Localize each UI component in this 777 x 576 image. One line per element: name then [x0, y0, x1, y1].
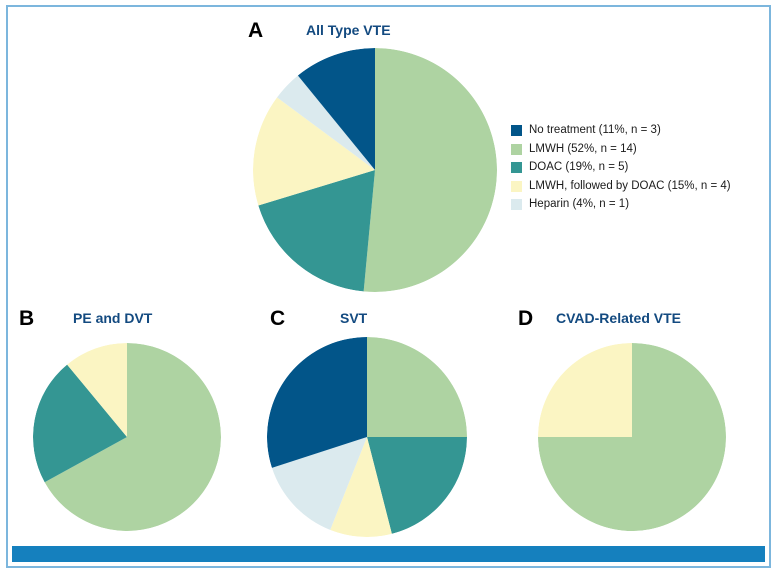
- pie-slice-a-lmwh-followed-by-doac: [253, 97, 375, 206]
- pie-svg-a: [253, 48, 497, 292]
- legend-label-heparin: Heparin (4%, n = 1): [529, 198, 630, 210]
- panel-c-letter: C: [270, 307, 286, 330]
- legend-swatch-heparin: [511, 199, 522, 210]
- bottom-accent-bar: [12, 546, 765, 562]
- pie-svg-b: [33, 343, 221, 531]
- legend-swatch-no-treatment: [511, 125, 522, 136]
- pie-chart-cvad-related-vte: [538, 343, 726, 531]
- panel-d-title: CVAD-Related VTE: [556, 310, 681, 326]
- legend-label-doac: DOAC (19%, n = 5): [529, 161, 629, 173]
- pie-slice-b-lmwh: [44, 343, 221, 531]
- pie-chart-svt: [267, 337, 467, 537]
- pie-slice-a-no-treatment: [297, 48, 375, 170]
- pie-slice-d-lmwh-followed-by-doac: [538, 343, 632, 437]
- panel-a-title: All Type VTE: [306, 22, 391, 38]
- pie-slice-c-no-treatment: [267, 337, 367, 468]
- legend-item-lmwh-then-doac: LMWH, followed by DOAC (15%, n = 4): [511, 179, 769, 194]
- panel-d-letter: D: [518, 307, 534, 330]
- pie-slice-c-lmwh-followed-by-doac: [330, 437, 392, 537]
- pie-svg-d: [538, 343, 726, 531]
- legend-label-no-treatment: No treatment (11%, n = 3): [529, 124, 661, 136]
- legend-swatch-lmwh-then-doac: [511, 180, 522, 192]
- legend-item-no-treatment: No treatment (11%, n = 3): [511, 123, 769, 138]
- legend-swatch-doac: [511, 162, 522, 173]
- legend-item-lmwh: LMWH (52%, n = 14): [511, 142, 769, 157]
- legend-swatch-lmwh: [511, 143, 522, 155]
- pie-slice-c-doac: [367, 437, 467, 534]
- legend-label-lmwh: LMWH (52%, n = 14): [529, 142, 637, 155]
- panel-a-letter: A: [248, 19, 264, 42]
- panel-b-letter: B: [19, 307, 35, 330]
- panel-c-title: SVT: [340, 310, 368, 326]
- pie-chart-pe-and-dvt: [33, 343, 221, 531]
- pie-svg-c: [267, 337, 467, 537]
- pie-slice-a-heparin: [276, 75, 375, 170]
- legend-label-lmwh-then-doac: LMWH, followed by DOAC (15%, n = 4): [529, 179, 731, 192]
- pie-chart-all-type-vte: [253, 48, 497, 292]
- pie-slice-b-doac: [33, 364, 127, 483]
- pie-slice-c-heparin: [271, 437, 367, 530]
- panel-b-title: PE and DVT: [73, 310, 153, 326]
- legend-item-doac: DOAC (19%, n = 5): [511, 160, 769, 175]
- pie-slice-b-lmwh-followed-by-doac: [67, 343, 127, 437]
- pie-slice-a-doac: [258, 170, 375, 292]
- legend-item-heparin: Heparin (4%, n = 1): [511, 197, 769, 212]
- pie-slice-a-lmwh: [363, 48, 497, 292]
- pie-slice-c-lmwh: [367, 337, 467, 437]
- chart-legend: No treatment (11%, n = 3) LMWH (52%, n = …: [511, 123, 769, 216]
